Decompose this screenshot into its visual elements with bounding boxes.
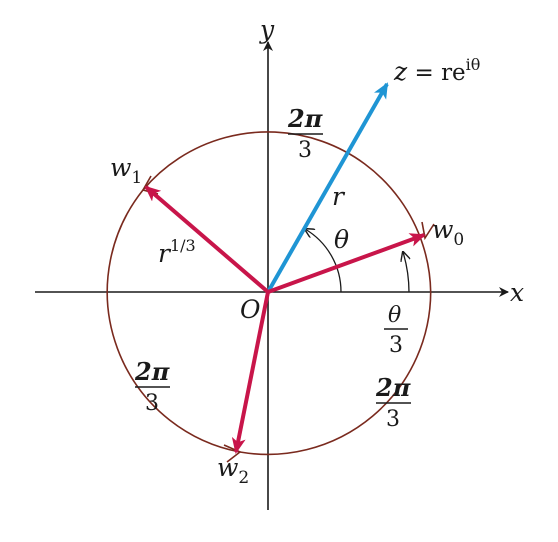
origin-label: O: [240, 295, 261, 324]
fraction-two-pi-over-three-right: 2π 3: [375, 373, 411, 432]
z-label: z = reiθ: [393, 55, 480, 86]
svg-text:3: 3: [298, 138, 312, 163]
x-axis-label: x: [510, 278, 524, 307]
theta-label: θ: [334, 225, 349, 254]
w0-vector: [267, 233, 426, 294]
svg-text:2π: 2π: [375, 373, 411, 402]
fraction-two-pi-over-three-top: 2π 3: [287, 104, 323, 163]
arc-w1-to-w2: [106, 189, 241, 453]
svg-text:3: 3: [145, 391, 159, 416]
svg-text:3: 3: [389, 333, 403, 358]
z-vector: [266, 82, 389, 293]
w2-vector: [231, 291, 270, 454]
arc-w2-to-w0: [239, 291, 432, 456]
r-label: r: [332, 182, 346, 211]
w1-label: w1: [110, 153, 142, 188]
svg-text:2π: 2π: [134, 357, 170, 386]
svg-text:3: 3: [386, 407, 400, 432]
w1-vector: [144, 185, 270, 294]
r-cube-root-label: r1/3: [158, 236, 196, 268]
angle-theta-third-arc: [403, 252, 409, 293]
arc-w0-to-w1: [142, 131, 432, 293]
w0-label: w0: [432, 215, 464, 250]
svg-text:2π: 2π: [287, 104, 323, 133]
w2-label: w2: [217, 453, 249, 488]
fraction-two-pi-over-three-left: 2π 3: [134, 357, 170, 416]
angle-theta-arc: [305, 229, 342, 293]
svg-text:θ: θ: [388, 303, 401, 328]
fraction-theta-over-three: θ 3: [384, 303, 408, 358]
y-axis-label: y: [259, 15, 275, 44]
